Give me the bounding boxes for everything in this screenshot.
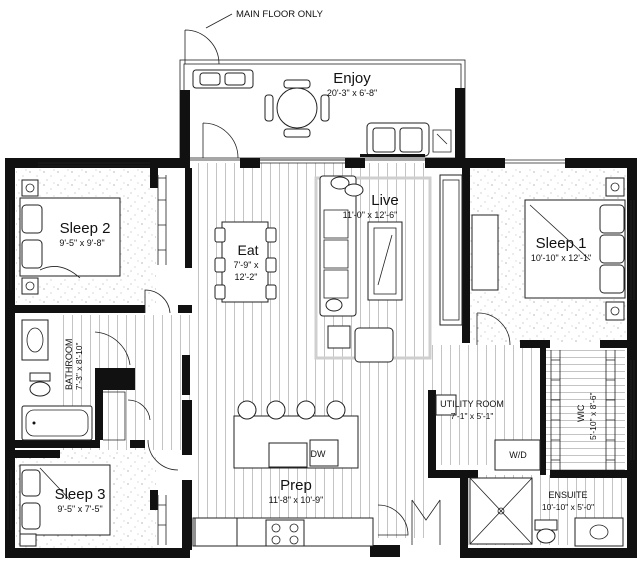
eat-dining-table: [214, 221, 277, 303]
sleep1-bed: [524, 177, 626, 321]
prep-dims: 11'-8" x 10'-9": [269, 495, 324, 505]
main-floor-note: MAIN FLOOR ONLY: [236, 9, 324, 20]
wic-closet: [550, 350, 616, 470]
utility-fixtures: [435, 394, 541, 471]
eat-dims-line2: 12'-2": [235, 272, 258, 282]
eat-label: Eat: [237, 242, 258, 258]
sleep3-label: Sleep 3: [55, 486, 106, 503]
sleep1-dims: 10'-10" x 12'-1": [531, 253, 591, 263]
live-label: Live: [371, 192, 399, 209]
balcony-furniture: [192, 69, 452, 157]
utility-dims: 7'-1" x 5'-1": [451, 411, 494, 421]
room-labels: MAIN FLOOR ONLY Enjoy 20'-3" x 6'-8" Liv…: [55, 9, 598, 514]
ensuite-dims: 10'-10" x 5'-0": [542, 502, 594, 512]
enjoy-label: Enjoy: [333, 70, 371, 87]
dishwasher-label: DW: [311, 449, 326, 459]
prep-kitchen: [192, 400, 374, 547]
bathroom-dims: 7'-3" x 8'-10": [74, 342, 84, 390]
utility-label: UTILITY ROOM: [440, 399, 504, 409]
eat-dims-line1: 7'-9" x: [234, 260, 259, 270]
wic-label: WIC: [576, 404, 586, 422]
sleep3-dims: 9'-5" x 7'-5": [57, 504, 102, 514]
sleep2-label: Sleep 2: [60, 220, 111, 237]
sleep1-label: Sleep 1: [536, 235, 587, 252]
live-dims: 11'-0" x 12'-6": [343, 210, 398, 220]
enjoy-dims: 20'-3" x 6'-8": [327, 88, 377, 98]
bathroom-fixtures: [21, 319, 126, 441]
ensuite-fixtures: [469, 477, 624, 547]
live-furniture: [314, 174, 499, 363]
sleep2-dims: 9'-5" x 9'-8": [59, 238, 104, 248]
sleep2-bed: [19, 175, 167, 295]
windows: [7, 159, 635, 530]
bathroom-label: BATHROOM: [64, 339, 74, 390]
ensuite-label: ENSUITE: [548, 490, 587, 500]
doors: [94, 29, 511, 545]
prep-label: Prep: [280, 477, 312, 494]
sleep3-bed: [19, 464, 167, 547]
wic-dims: 5'-10" x 8'-6": [588, 392, 598, 440]
washer-dryer-label: W/D: [509, 450, 527, 460]
wic-planks: [545, 345, 625, 470]
